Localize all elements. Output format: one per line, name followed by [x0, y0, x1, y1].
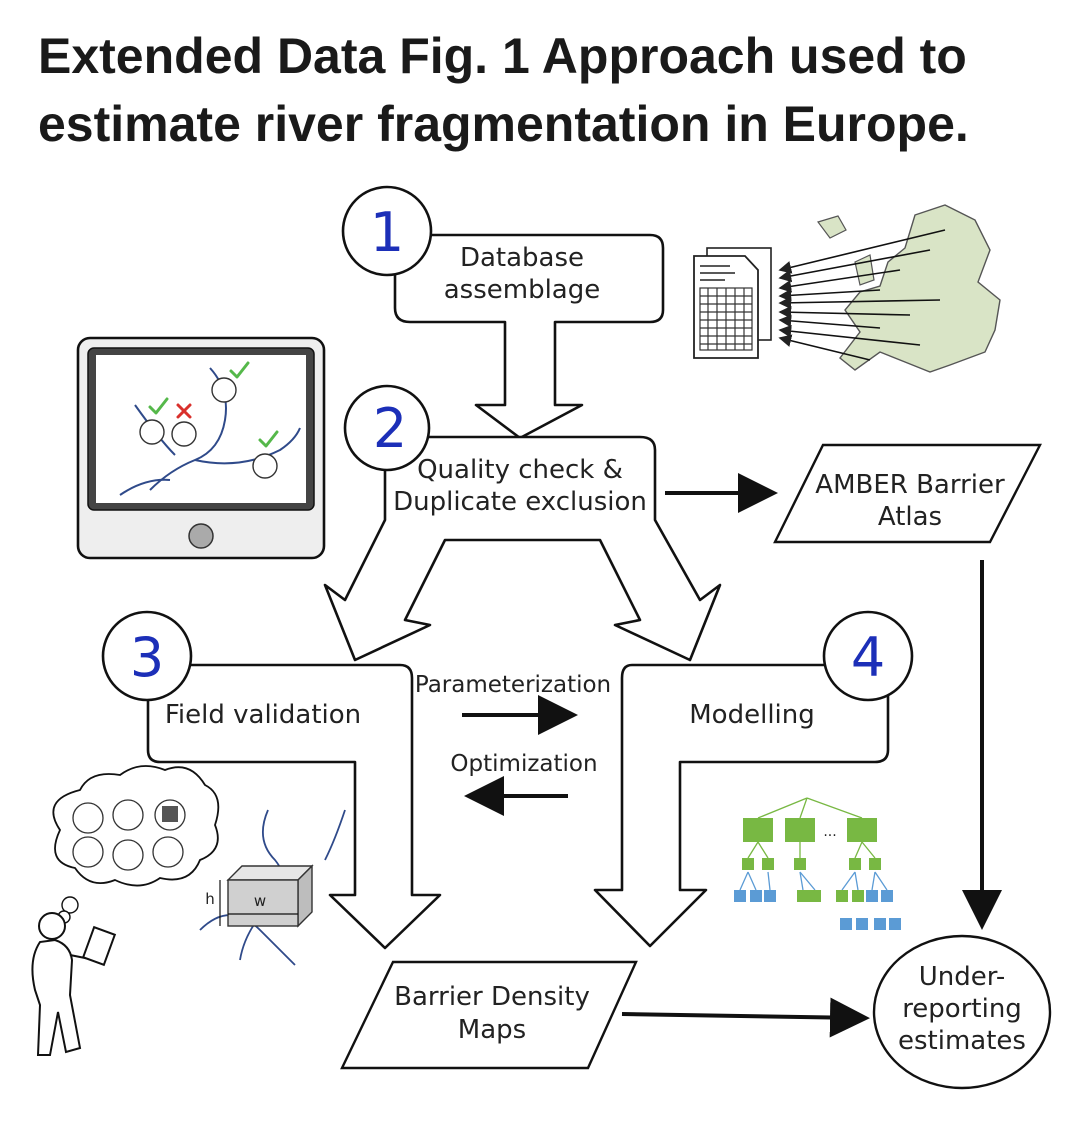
check-icon	[258, 430, 279, 448]
tree-green-nodes	[742, 818, 881, 902]
parameterization-link: Parameterization	[415, 672, 611, 735]
step-3-number: 3	[130, 626, 164, 689]
step-4-badge	[822, 610, 914, 702]
step-1-label-line-1: Database	[460, 243, 584, 273]
amber-barrier-atlas: AMBER Barrier Atlas	[773, 443, 1042, 544]
tree-edges	[739, 797, 888, 891]
step-4-number: 4	[851, 626, 885, 689]
underreporting-line-1: Under-	[919, 962, 1005, 992]
cross-icon	[176, 403, 192, 419]
underreporting-line-3: estimates	[898, 1026, 1026, 1056]
barrier-dimension-illustration: h w	[199, 809, 346, 966]
underreporting-estimates: Under- reporting estimates	[872, 934, 1052, 1090]
atlas-shape	[773, 443, 1042, 544]
step-4-modelling: 4 Modelling	[593, 610, 914, 948]
field-worker-figure	[31, 912, 117, 1056]
step-2-label-line-2: Duplicate exclusion	[393, 487, 647, 517]
step-2-label-line-1: Quality check &	[417, 455, 623, 485]
figure-title: Extended Data Fig. 1 Approach used to es…	[38, 28, 969, 152]
density-label-line-1: Barrier Density	[394, 982, 590, 1012]
europe-map	[778, 204, 1001, 373]
atlas-label-line-2: Atlas	[878, 502, 942, 532]
step-2-number: 2	[373, 397, 407, 460]
decision-tree-illustration: ...	[734, 797, 901, 930]
step-3-field-validation: 3 Field validation	[101, 610, 442, 950]
check-icon	[148, 397, 169, 415]
density-maps-shape	[340, 960, 638, 1070]
parameterization-label: Parameterization	[415, 672, 611, 698]
optimization-link: Optimization	[450, 751, 598, 816]
height-label: h	[205, 890, 215, 908]
step-1-badge	[341, 185, 433, 277]
width-label: w	[254, 892, 266, 910]
check-icon	[229, 361, 250, 379]
step-3-badge	[101, 610, 193, 702]
monitor-illustration	[76, 336, 326, 560]
arrow-density-to-underreporting	[621, 997, 870, 1038]
step-1-label-line-2: assemblage	[444, 275, 601, 305]
underreporting-shape	[872, 934, 1052, 1090]
underreporting-line-2: reporting	[902, 994, 1022, 1024]
step-3-label: Field validation	[165, 700, 361, 730]
step-2-quality-check: 2 Quality check & Duplicate exclusion	[323, 384, 722, 662]
tree-ellipsis: ...	[823, 824, 836, 840]
step-2-badge	[343, 384, 431, 472]
tree-blue-nodes	[734, 890, 901, 930]
monitor-button	[188, 523, 214, 549]
optimization-label: Optimization	[450, 751, 597, 777]
step-1-number: 1	[370, 201, 404, 264]
step-4-label: Modelling	[689, 700, 815, 730]
thought-cloud-illustration	[52, 765, 220, 924]
atlas-label-line-1: AMBER Barrier	[815, 470, 1005, 500]
barrier-density-maps: Barrier Density Maps	[340, 960, 638, 1070]
spreadsheet-documents-icon	[693, 247, 772, 359]
check-icons	[148, 361, 279, 448]
step-1-database-assemblage: 1 Database assemblage	[341, 185, 665, 440]
density-label-line-2: Maps	[458, 1015, 526, 1045]
